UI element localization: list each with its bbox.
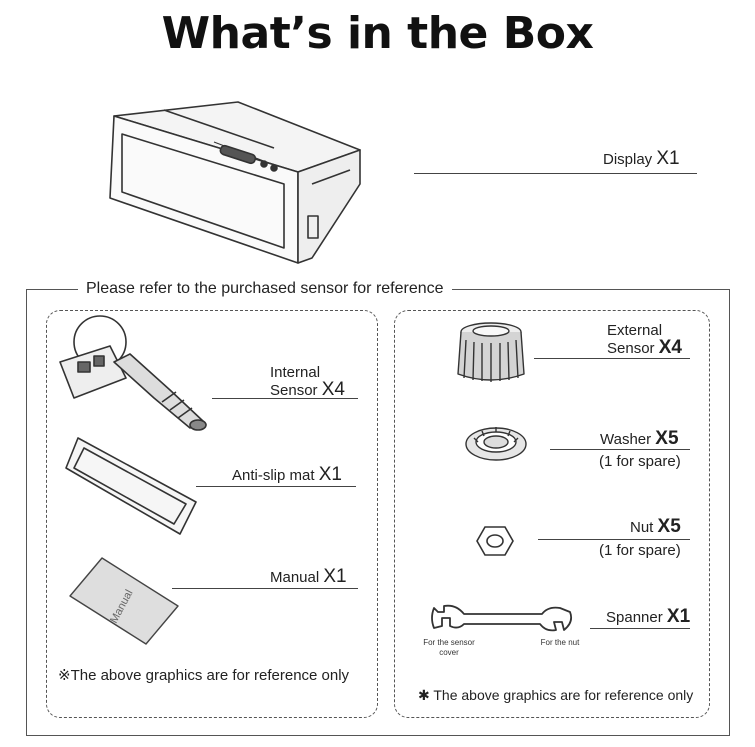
washer-illustration [465,427,527,461]
manual-illustration: Manual [69,557,179,645]
spanner-left-caption: For the sensor cover [423,638,475,657]
washer-qty: X5 [655,428,679,449]
spanner-qty: X1 [666,606,691,627]
anti-slip-mat-label: Anti-slip mat X1 [232,464,342,486]
external-sensor-label: External Sensor X4 [607,322,682,357]
internal-sensor-leader-line [212,398,358,399]
nut-name: Nut [630,519,654,536]
anti-slip-mat-leader-line [196,486,356,487]
nut-label: Nut X5 [630,516,681,538]
manual-qty: X1 [323,566,347,587]
external-sensor-illustration [457,322,525,382]
external-sensor-leader-line [534,358,690,359]
washer-name: Washer [600,431,652,448]
washer-spare-note: (1 for spare) [599,453,681,470]
nut-illustration [476,526,514,556]
spanner-leader-line [590,628,690,629]
frame-caption: Please refer to the purchased sensor for… [78,280,452,298]
internal-sensor-qty: X4 [321,379,345,400]
internal-sensor-line2: Sensor [270,382,318,399]
anti-slip-mat-name: Anti-slip mat [232,467,315,484]
right-reference-note: ✱ The above graphics are for reference o… [418,687,694,703]
anti-slip-mat-qty: X1 [318,464,342,485]
internal-sensor-illustration [59,315,207,431]
display-qty: X1 [656,148,680,169]
external-sensor-kit-box [394,310,710,718]
display-leader-line [414,173,697,174]
manual-label: Manual X1 [270,566,347,588]
manual-leader-line [172,588,358,589]
spanner-label: Spanner X1 [606,606,690,628]
external-sensor-line2: Sensor [607,340,655,357]
page-title: What’s in the Box [161,8,594,59]
external-sensor-line1: External [607,322,663,339]
nut-spare-note: (1 for spare) [599,542,681,559]
washer-leader-line [550,449,690,450]
internal-sensor-label: Internal Sensor X4 [270,364,345,399]
display-label: Display X1 [603,148,680,170]
display-illustration [109,101,361,264]
washer-label: Washer X5 [600,428,679,450]
external-sensor-qty: X4 [658,337,682,358]
internal-sensor-line1: Internal [270,364,321,381]
spanner-illustration [431,604,573,632]
manual-name: Manual [270,569,320,586]
left-reference-note: ※The above graphics are for reference on… [58,667,350,684]
internal-sensor-kit-box [46,310,378,718]
spanner-name: Spanner [606,609,663,626]
display-name: Display [603,151,653,168]
anti-slip-mat-illustration [65,437,197,535]
spanner-right-caption: For the nut [540,638,580,647]
nut-leader-line [538,539,690,540]
nut-qty: X5 [657,516,681,537]
